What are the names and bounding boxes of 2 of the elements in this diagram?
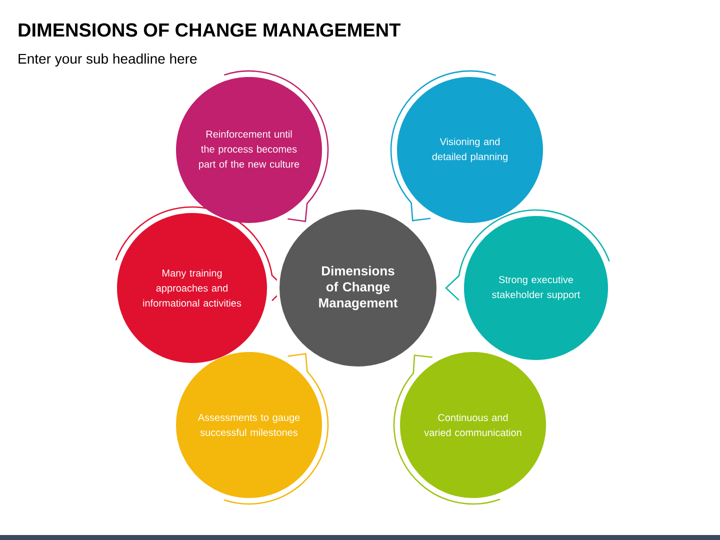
title: DIMENSIONS OF CHANGE MANAGEMENT xyxy=(18,23,400,37)
subtitle: Enter your sub headline here xyxy=(18,53,197,66)
